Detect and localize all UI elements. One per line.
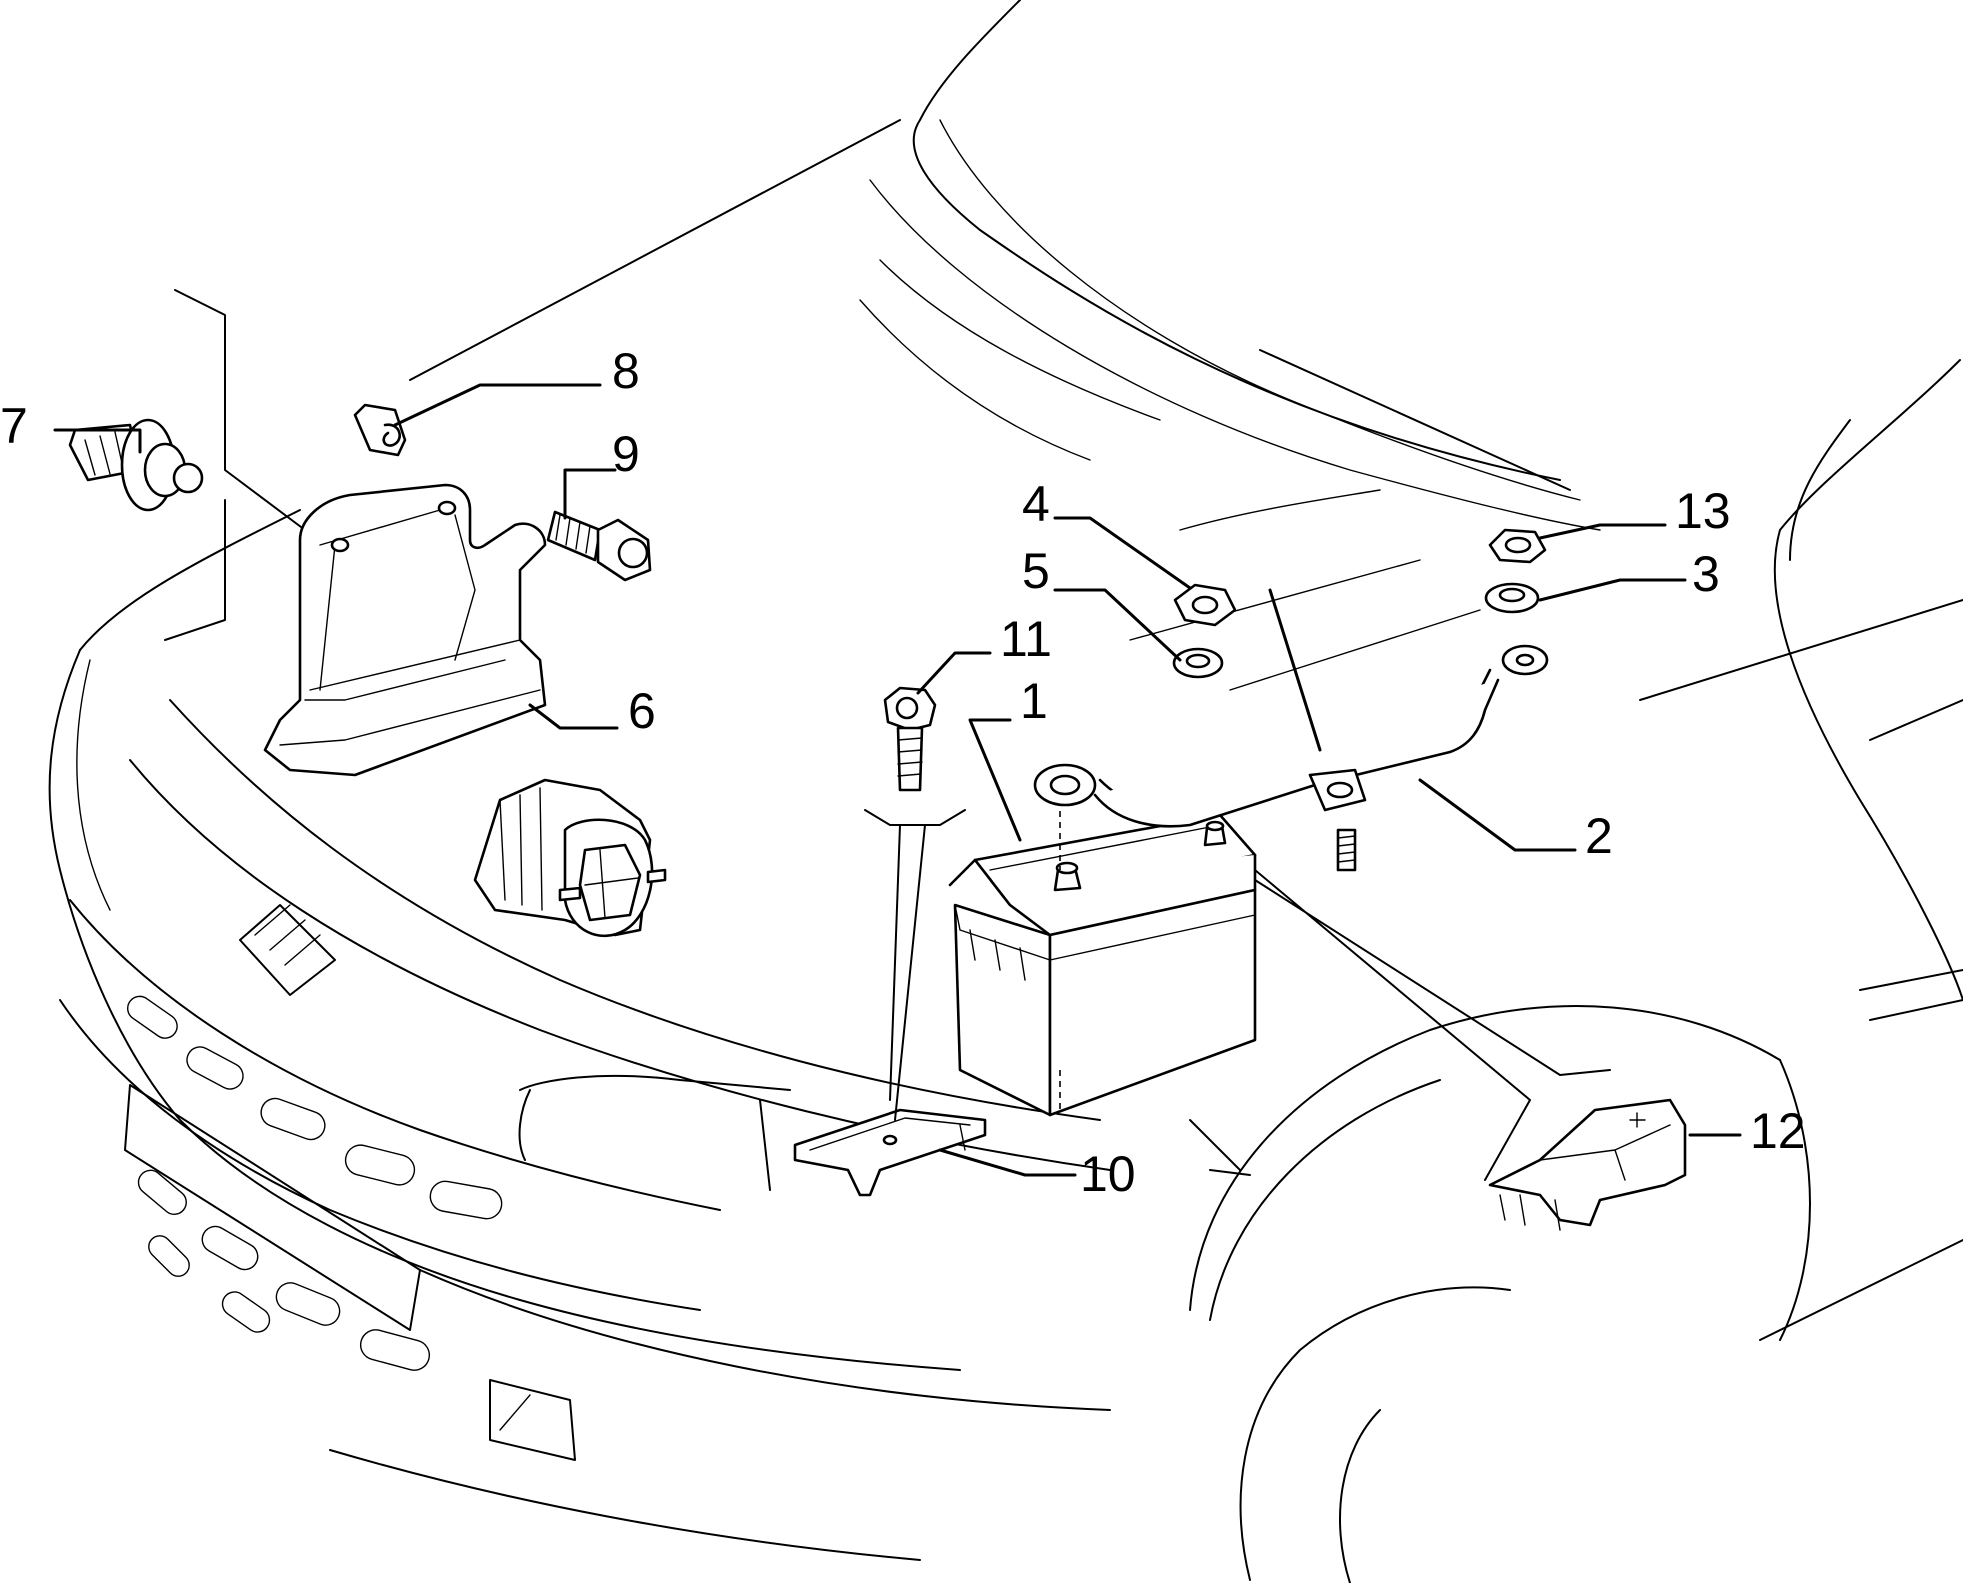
callout-leaders (53, 383, 1742, 1177)
nut-part-4 (1173, 583, 1237, 627)
leader-4 (1053, 516, 1192, 590)
alternator (473, 778, 667, 938)
side-vent (239, 904, 336, 996)
leader-8 (393, 383, 602, 427)
leader-1 (968, 718, 1022, 842)
leader-2 (1418, 778, 1577, 852)
callout-2: 2 (1585, 808, 1613, 864)
battery-part (948, 800, 1257, 1117)
callout-9: 9 (612, 426, 640, 482)
bolt-part-9 (546, 510, 652, 582)
leader-5 (1053, 588, 1182, 662)
battery-bracket-part (793, 1108, 987, 1197)
callout-4: 4 (1022, 476, 1050, 532)
callout-3: 3 (1692, 546, 1720, 602)
callout-11: 11 (1000, 611, 1052, 667)
callout-1: 1 (1020, 673, 1048, 729)
push-rivet-part (68, 418, 204, 512)
battery-cable-part (1033, 644, 1549, 872)
callout-13: 13 (1675, 483, 1731, 539)
leader-3 (1538, 578, 1687, 602)
leader-13 (1538, 523, 1667, 540)
callout-10: 10 (1080, 1146, 1136, 1202)
cover-guide-lines (1254, 869, 1611, 1181)
leader-2b (1268, 588, 1322, 752)
washer-part-5 (1172, 647, 1224, 679)
leader-7 (53, 428, 142, 454)
leader-10 (938, 1148, 1077, 1177)
bracket-guide-lines (864, 809, 966, 1121)
callout-12: 12 (1750, 1103, 1806, 1159)
terminal-cover-part (1488, 1098, 1687, 1231)
grille-upper (127, 995, 503, 1220)
callout-6: 6 (628, 683, 656, 739)
leader-9 (563, 468, 617, 520)
leader-11 (916, 651, 992, 695)
callout-5: 5 (1022, 543, 1050, 599)
bolt-part-11 (883, 686, 937, 792)
washer-part-3 (1484, 582, 1540, 614)
grille-lower (137, 1169, 431, 1371)
callout-7: 7 (0, 398, 28, 454)
car-body-outline (48, 0, 1963, 1583)
callout-labels: 7 8 9 6 4 5 11 1 13 3 2 10 12 (0, 343, 1806, 1202)
callout-8: 8 (612, 343, 640, 399)
leader-6 (528, 703, 619, 730)
nut-part-13 (1488, 528, 1547, 564)
clip-part (353, 403, 407, 457)
battery-shield-part (263, 483, 547, 777)
